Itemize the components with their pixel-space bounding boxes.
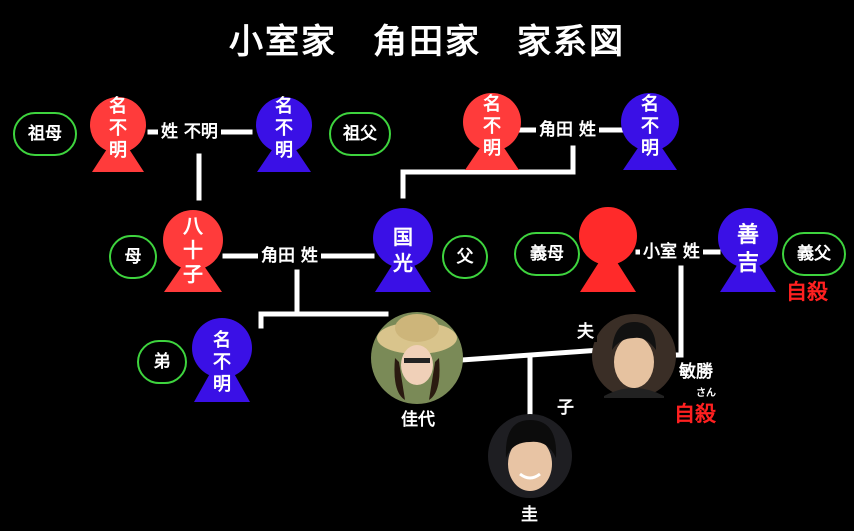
union-label-top-left: 姓 不明 <box>158 122 221 142</box>
relation-kunimitsu: 父 <box>442 235 488 279</box>
hair-icon <box>612 322 656 350</box>
union-label-top-right: 角田 姓 <box>536 120 599 140</box>
person-icon-tg-grandfather <box>621 93 679 170</box>
name-kg-grandmother: 名 不 明 <box>109 96 127 161</box>
photo-kei <box>488 414 572 498</box>
person-body <box>580 248 636 292</box>
name-kayo: 佳代 <box>398 410 438 430</box>
person-icon-kg-grandmother <box>90 97 146 172</box>
relation-yoshikichi: 義父 <box>782 232 846 276</box>
face-icon <box>614 336 654 388</box>
relation-brother: 弟 <box>137 340 187 384</box>
person-icon-tg-grandmother <box>463 93 521 170</box>
person-head <box>463 93 521 151</box>
hair-icon <box>505 420 557 458</box>
name-kei: 圭 <box>518 505 541 525</box>
photo-toshikatsu <box>592 314 676 398</box>
page-title: 小室家 角田家 家系図 <box>229 22 625 62</box>
person-head <box>192 318 252 378</box>
relation-kg-grandfather: 祖父 <box>329 112 391 156</box>
name-yasoko: 八 十 子 <box>183 214 203 286</box>
smile-icon <box>519 472 541 480</box>
relation-komuro-mother: 義母 <box>514 232 580 276</box>
name-kunimitsu: 国 光 <box>393 225 413 275</box>
person-icon-kunimitsu <box>373 208 433 292</box>
role-kei: 子 <box>554 398 577 418</box>
person-head <box>90 97 146 153</box>
name-tg-grandmother: 名 不 明 <box>483 94 501 159</box>
person-icon-yasoko <box>163 210 223 292</box>
union-label-komuro: 小室 姓 <box>640 242 703 262</box>
glasses-icon <box>404 358 430 363</box>
face-icon <box>508 437 552 491</box>
face-icon <box>401 345 433 385</box>
line-parents-children <box>258 269 300 329</box>
name-tg-grandfather: 名 不 明 <box>641 94 659 159</box>
name-brother: 名 不 明 <box>213 330 231 395</box>
name-toshikatsu: 敏勝 <box>676 362 716 382</box>
photo-kayo <box>371 312 463 404</box>
person-icon-komuro-mother <box>579 207 637 292</box>
name-kg-grandfather: 名 不 明 <box>275 96 293 161</box>
union-label-parents: 角田 姓 <box>258 246 321 266</box>
person-body <box>375 248 431 292</box>
person-head <box>718 208 778 268</box>
suit-icon <box>604 388 664 398</box>
person-head <box>579 207 637 265</box>
person-body <box>164 250 222 292</box>
person-icon-brother <box>192 318 252 402</box>
person-body <box>720 248 776 292</box>
role-toshikatsu: 夫 <box>574 322 597 342</box>
person-icon-yoshikichi <box>718 208 778 292</box>
note-yoshikichi: 自殺 <box>786 280 828 304</box>
hair-icon <box>394 358 440 400</box>
name-yoshikichi: 善 吉 <box>736 223 759 276</box>
line-top-right-child <box>400 145 576 199</box>
person-head <box>163 210 223 270</box>
person-head <box>621 93 679 151</box>
person-head <box>256 97 312 153</box>
hat-crown <box>395 314 439 342</box>
ruby-toshikatsu: さん <box>696 388 716 399</box>
relation-yasoko: 母 <box>109 235 157 279</box>
relation-kg-grandmother: 祖母 <box>13 112 77 156</box>
person-icon-kg-grandfather <box>256 97 312 172</box>
person-head <box>373 208 433 268</box>
note-toshikatsu: 自殺 <box>674 402 716 426</box>
